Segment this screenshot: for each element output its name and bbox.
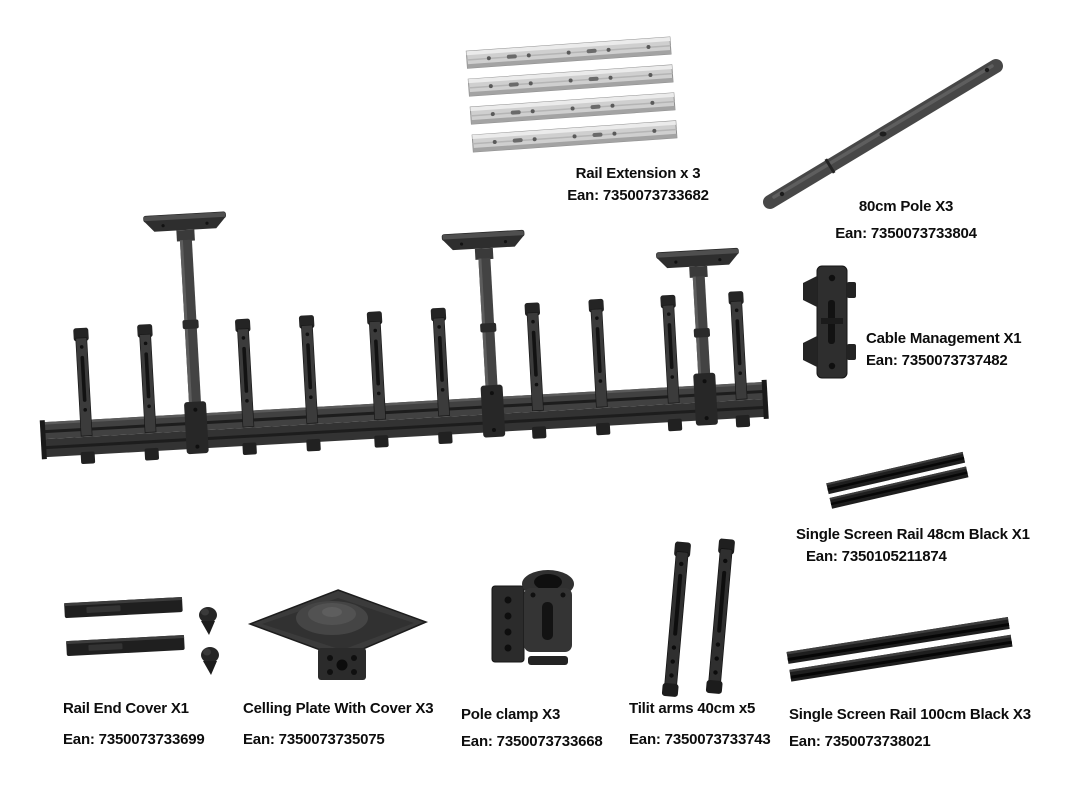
part-name: Tilit arms 40cm x5: [629, 700, 756, 717]
rail-48cm-label: Single Screen Rail 48cm Black X1 Ean: 73…: [796, 527, 1030, 565]
rail-48cm-image: [822, 442, 977, 524]
part-ean: Ean: 7350073733668: [461, 732, 603, 750]
rail-extension-illustration: [465, 36, 678, 153]
part-ean: Ean: 7350073733699: [63, 730, 205, 748]
ceiling-plate-label: Celling Plate With Cover X3 Ean: 7350073…: [243, 700, 434, 748]
part-name: 80cm Pole X3: [858, 198, 954, 215]
part-ean: Ean: 7350073738021: [789, 732, 931, 750]
rail-100cm-illustration: [786, 617, 1013, 682]
part-ean: Ean: 7350073733682: [567, 186, 709, 204]
cable-management-image: [797, 260, 867, 388]
part-name: Cable Management X1: [866, 330, 1022, 347]
ceiling-plate-illustration: [247, 589, 429, 680]
part-name: Single Screen Rail 100cm Black X3: [789, 706, 1031, 723]
rail-end-cover-image: [58, 585, 233, 690]
part-name: Rail End Cover X1: [63, 700, 189, 717]
part-ean: Ean: 7350105211874: [806, 547, 947, 565]
part-name: Pole clamp X3: [461, 706, 561, 723]
part-ean: Ean: 7350073735075: [243, 730, 385, 748]
tilt-arms-label: Tilit arms 40cm x5 Ean: 7350073733743: [629, 701, 771, 748]
rail-extension-image: [452, 36, 692, 164]
pole-80cm-image: [750, 50, 1018, 218]
pole-clamp-image: [478, 558, 598, 698]
main-assembly-illustration: [39, 211, 769, 465]
pole-clamp-illustration: [491, 570, 574, 665]
rail-100cm-label: Single Screen Rail 100cm Black X3 Ean: 7…: [789, 707, 1031, 750]
cable-management-label: Cable Management X1 Ean: 7350073737482: [866, 330, 1022, 369]
part-ean: Ean: 7350073733804: [835, 224, 977, 242]
tilt-arms-image: [645, 532, 765, 704]
part-name: Single Screen Rail 48cm Black X1: [796, 526, 1030, 543]
part-name: Rail Extension x 3: [575, 165, 701, 182]
ceiling-plate-image: [238, 586, 438, 698]
pole-80cm-label: 80cm Pole X3 Ean: 7350073733804: [796, 199, 1016, 242]
rail-end-cover-illustration: [64, 597, 219, 675]
part-ean: Ean: 7350073737482: [866, 351, 1008, 369]
rail-48cm-illustration: [826, 451, 969, 509]
rail-extension-label: Rail Extension x 3 Ean: 7350073733682: [518, 166, 758, 204]
part-ean: Ean: 7350073733743: [629, 730, 771, 748]
rail-100cm-image: [782, 602, 1022, 702]
main-assembly-image: [38, 190, 773, 485]
part-name: Celling Plate With Cover X3: [243, 700, 434, 717]
cable-management-illustration: [803, 265, 856, 379]
pole-clamp-label: Pole clamp X3 Ean: 7350073733668: [461, 707, 603, 750]
pole-80cm-illustration: [763, 59, 1003, 209]
rail-end-cover-label: Rail End Cover X1 Ean: 7350073733699: [63, 701, 205, 748]
tilt-arms-illustration: [661, 537, 736, 698]
